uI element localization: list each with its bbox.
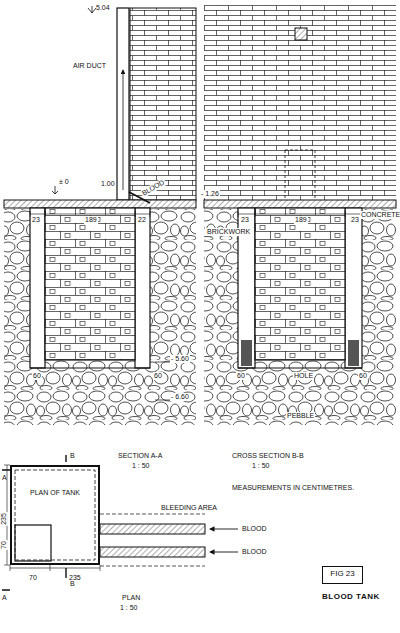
drawing-label: 60	[236, 372, 246, 380]
inner-outline	[15, 470, 95, 560]
wall-hole	[348, 340, 359, 366]
tank-wall	[135, 208, 150, 368]
drawing-label: B	[70, 580, 75, 588]
flow-arrow	[210, 552, 238, 553]
drawing-label: 23	[240, 216, 250, 224]
level-marker	[52, 186, 58, 194]
blood-channel	[100, 547, 205, 557]
tank-floor	[30, 367, 150, 368]
drawing-label: 70	[0, 540, 8, 550]
hidden-duct	[285, 150, 315, 200]
bleeding-area-edge	[100, 514, 205, 566]
vent-grille	[295, 28, 307, 40]
drawing-label: 189	[84, 216, 98, 224]
drawing-label: MEASUREMENTS IN CENTIMETRES.	[232, 484, 354, 492]
drawing-label: 189	[294, 216, 308, 224]
dimension-line	[4, 465, 100, 571]
tank-plan-outline: PLAN OF TANK	[10, 465, 100, 565]
flow-arrow	[210, 529, 238, 530]
figure-number: FIG 23	[329, 570, 356, 578]
drawing-label: 235	[0, 512, 8, 526]
drawing-label: A	[2, 594, 7, 602]
pebble-fill	[204, 209, 396, 425]
drawing-label: - 5.60	[170, 355, 190, 363]
drawing-label: B	[70, 452, 75, 460]
drawing-label: PLAN	[122, 594, 140, 602]
drawing-label: 23	[31, 216, 41, 224]
section-a-a	[4, 6, 196, 425]
tank-wall	[345, 208, 362, 368]
plan-view	[2, 455, 238, 590]
floor-slab	[204, 200, 396, 208]
drawing-label: AIR DUCT	[72, 62, 107, 70]
air-flow-arrow	[123, 70, 124, 190]
drawing-label: BLOOD	[242, 548, 267, 556]
drawing-label: - 1.26	[200, 190, 220, 198]
drawing-label: 1 : 50	[120, 604, 138, 612]
tank-lining	[45, 208, 135, 360]
drawing-label: 1 : 50	[252, 462, 270, 470]
building-wall	[204, 5, 396, 200]
tank-wall	[30, 208, 45, 368]
floor-slab	[4, 200, 196, 208]
level-marker	[88, 6, 96, 13]
drawing-label: BLEEDING AREA	[160, 504, 218, 512]
air-duct	[117, 8, 129, 200]
drawing-label: BRICKWORK	[206, 228, 251, 236]
wall-hole	[241, 340, 252, 366]
drawing-label: SECTION A-A	[118, 452, 162, 460]
plan-title: PLAN OF TANK	[19, 489, 91, 497]
pebble-fill	[4, 209, 196, 425]
drawing-label: 1 : 50	[132, 462, 150, 470]
drawing-label: 60	[153, 372, 163, 380]
blood-channel	[100, 524, 205, 534]
drawing-label: 23	[350, 216, 360, 224]
figure-number-box: FIG 23	[322, 566, 363, 584]
drawing-label: 70	[28, 574, 38, 582]
building-wall	[130, 8, 196, 200]
drawing-label: BLOOD	[242, 525, 267, 533]
drawing-label: 60	[32, 372, 42, 380]
drawing-label: HOLE	[293, 372, 314, 380]
drawing-label: 60	[358, 372, 368, 380]
drawing-label: 5.04	[96, 4, 110, 12]
drawing-label: ± 0	[58, 178, 70, 186]
sump	[15, 525, 51, 561]
drawing-label: - 6.60	[170, 393, 190, 401]
drawing-label: CROSS SECTION B-B	[232, 452, 304, 460]
drawing-label: PEBBLE	[286, 412, 315, 420]
tank-lining	[255, 208, 345, 360]
drawing-label: CONCRETE	[360, 211, 400, 219]
level-line	[155, 362, 190, 400]
tank-floor	[238, 367, 362, 368]
drawing-label: 1.00	[100, 180, 116, 188]
drawing-label: 22	[137, 216, 147, 224]
drawing-label: A	[2, 474, 7, 482]
drawing-caption: BLOOD TANK	[322, 592, 380, 601]
